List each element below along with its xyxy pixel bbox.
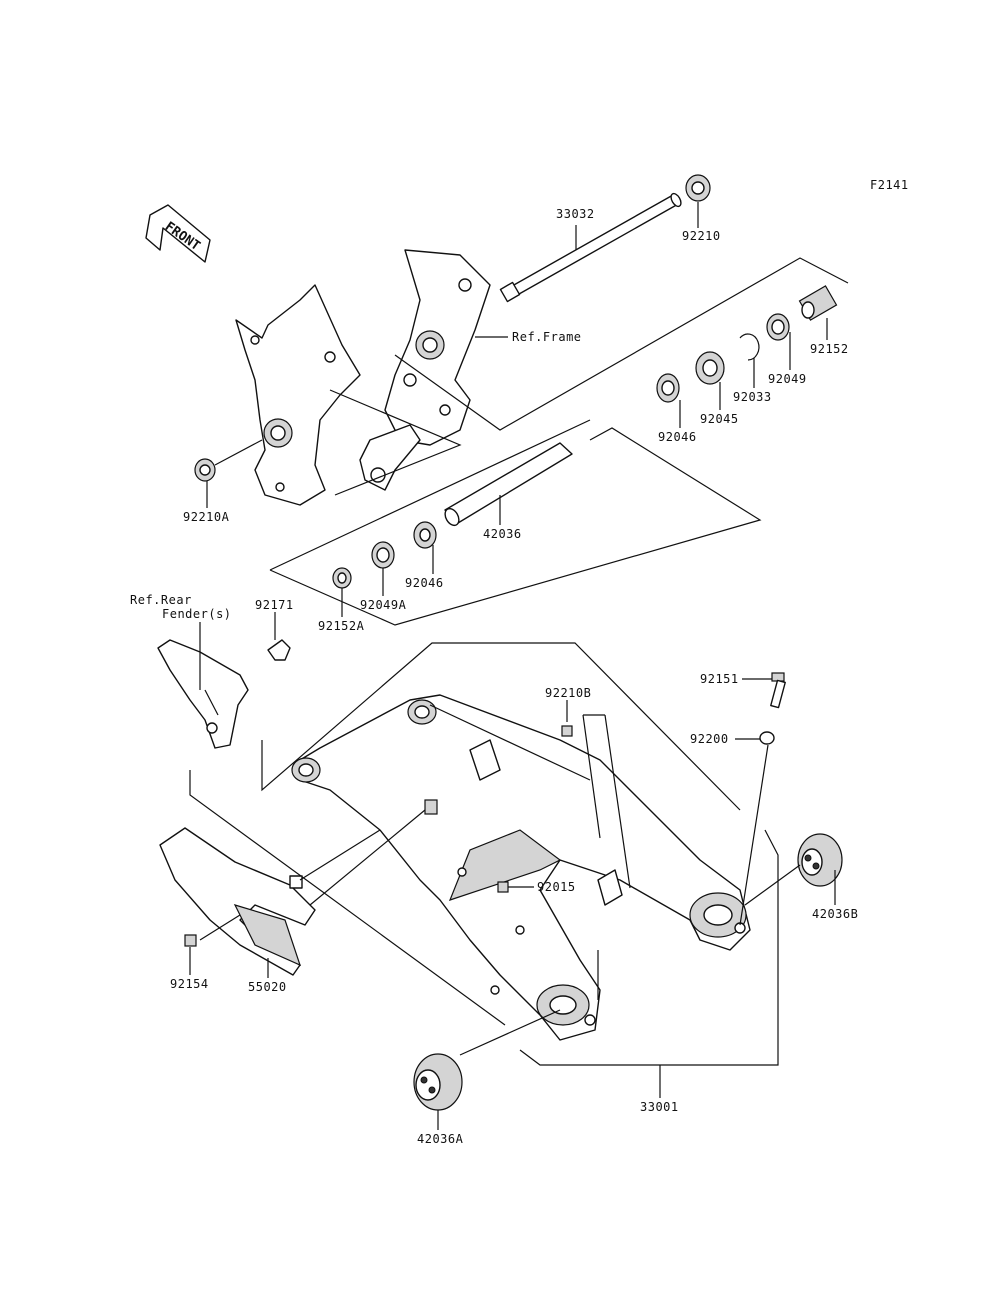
clip-92171 (267, 639, 291, 661)
nut-92154 (184, 934, 197, 947)
part-label-92033[interactable]: 92033 (733, 390, 772, 404)
part-label-92210A[interactable]: 92210A (183, 510, 230, 524)
part-label-42036B[interactable]: 42036B (812, 907, 859, 921)
needle-bearing-92046-upper (656, 373, 680, 403)
bolt-92015 (497, 881, 509, 893)
bushing-42036A (413, 1053, 463, 1111)
part-label-92151[interactable]: 92151 (700, 672, 739, 686)
sleeve-42036 (444, 442, 573, 527)
part-label-92210B[interactable]: 92210B (545, 686, 592, 700)
seal-92049 (766, 313, 790, 341)
swingarm-33001 (291, 694, 751, 1041)
part-label-33001[interactable]: 33001 (640, 1100, 679, 1114)
needle-bearing-92046-lower (413, 521, 437, 549)
front-arrow-icon: FRONT (145, 204, 211, 263)
part-label-92045[interactable]: 92045 (700, 412, 739, 426)
collar-92152A (332, 567, 352, 589)
leader-lines (189, 202, 836, 1130)
part-label-92046-lower[interactable]: 92046 (405, 576, 444, 590)
nut-92210 (685, 174, 711, 202)
seal-92049A (371, 541, 395, 569)
part-label-92152A[interactable]: 92152A (318, 619, 365, 633)
nut-92210A (194, 458, 216, 482)
part-label-92152[interactable]: 92152 (810, 342, 849, 356)
chain-guard-55020 (159, 827, 316, 976)
bushing-42036B (797, 833, 843, 887)
ref-rear-fender-label-line1: Ref.Rear (130, 593, 192, 607)
ref-frame-label: Ref.Frame (512, 330, 582, 344)
part-label-92015[interactable]: 92015 (537, 880, 576, 894)
part-label-92154[interactable]: 92154 (170, 977, 209, 991)
part-label-92210[interactable]: 92210 (682, 229, 721, 243)
frame-right-plate (359, 249, 491, 491)
diagram-code: F2141 (870, 178, 909, 192)
pivot-shaft-33032 (499, 192, 682, 303)
bearing-92045 (695, 351, 725, 385)
part-label-55020[interactable]: 55020 (248, 980, 287, 994)
part-label-92046-upper[interactable]: 92046 (658, 430, 697, 444)
ref-rear-fender-label-line2: Fender(s) (162, 607, 232, 621)
nut-92210B (561, 725, 573, 737)
circlip-92033 (739, 333, 760, 361)
part-label-92171[interactable]: 92171 (255, 598, 294, 612)
washer-92200 (759, 731, 775, 745)
part-label-92049A[interactable]: 92049A (360, 598, 407, 612)
part-label-92200[interactable]: 92200 (690, 732, 729, 746)
bolt-92151 (770, 672, 786, 709)
part-label-33032[interactable]: 33032 (556, 207, 595, 221)
collar-432 (424, 799, 438, 815)
frame-left-plate (235, 284, 361, 506)
part-label-42036A[interactable]: 42036A (417, 1132, 464, 1146)
rear-fender-ref (157, 639, 249, 749)
part-label-92049[interactable]: 92049 (768, 372, 807, 386)
part-label-42036[interactable]: 42036 (483, 527, 522, 541)
collar-92152 (798, 285, 838, 321)
